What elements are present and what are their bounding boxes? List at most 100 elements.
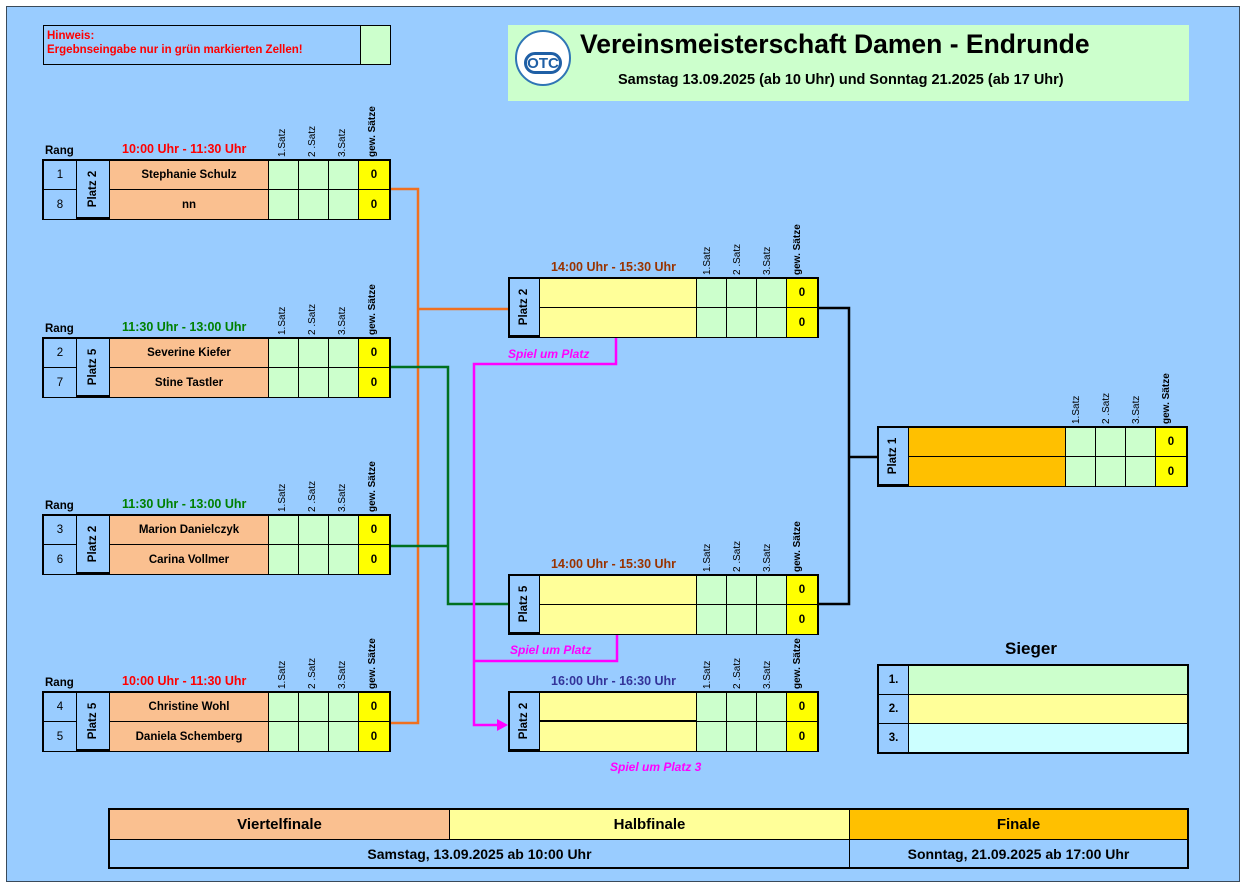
third-place-player-1-set-3-input[interactable] (757, 693, 787, 722)
qf3-player-1-set-2-input[interactable] (299, 516, 329, 545)
third-place-player-2-slot (540, 722, 697, 751)
sf2-player-1-set-1-input[interactable] (697, 576, 727, 605)
qf3-rank-2: 6 (44, 545, 77, 574)
qf4-player-2-set-2-input[interactable] (299, 722, 329, 751)
legend-halbfinale: Halbfinale (450, 810, 850, 840)
qf2-rank-1: 2 (44, 339, 77, 368)
final-player-2-set-2-input[interactable] (1096, 457, 1126, 486)
final-player-1-sets-won: 0 (1156, 428, 1186, 457)
qf3-player-2-set-3-input[interactable] (329, 545, 359, 574)
qf4-rank-1: 4 (44, 693, 77, 722)
qf1-header-s3: 3.Satz (337, 128, 348, 157)
qf3-court: Platz 2 (77, 516, 110, 573)
third-place-player-2-set-3-input[interactable] (757, 722, 787, 751)
sf2-player-1-set-2-input[interactable] (727, 576, 757, 605)
title-banner: OTC Vereinsmeisterschaft Damen - Endrund… (508, 25, 1189, 101)
qf4-header-s2: 2 .Satz (307, 657, 318, 689)
qf2-player-1-sets-won: 0 (359, 339, 389, 368)
qf4-header-s3: 3.Satz (337, 660, 348, 689)
winner-place-3: 3. (879, 724, 909, 752)
qf4-header-gew: gew. Sätze (367, 638, 378, 689)
qf1-court: Platz 2 (77, 161, 110, 218)
qf4-player-2-set-3-input[interactable] (329, 722, 359, 751)
qf2-player-2: Stine Tastler (110, 368, 269, 397)
qf4-player-1: Christine Wohl (110, 693, 269, 722)
qf2-player-1-set-1-input[interactable] (269, 339, 299, 368)
winners-table: 1. 2. 3. (877, 664, 1189, 754)
sf1-player-1-set-2-input[interactable] (727, 279, 757, 308)
qf1-header-s2: 2 .Satz (307, 125, 318, 157)
sf1-player-2-set-2-input[interactable] (727, 308, 757, 337)
qf1-player-2-set-2-input[interactable] (299, 190, 329, 219)
final-player-1-set-2-input[interactable] (1096, 428, 1126, 457)
sf2-player-1-set-3-input[interactable] (757, 576, 787, 605)
third-place-player-1-set-2-input[interactable] (727, 693, 757, 722)
qf4-player-1-set-3-input[interactable] (329, 693, 359, 722)
final-court: Platz 1 (879, 428, 909, 485)
qf1-player-2-set-3-input[interactable] (329, 190, 359, 219)
qf1-player-1-set-3-input[interactable] (329, 161, 359, 190)
round-legend: Viertelfinale Halbfinale Finale Samstag,… (108, 808, 1189, 869)
qf2-player-2-set-2-input[interactable] (299, 368, 329, 397)
qf4-player-1-set-2-input[interactable] (299, 693, 329, 722)
final-header-gew: gew. Sätze (1161, 373, 1172, 424)
sf1-player-1-set-3-input[interactable] (757, 279, 787, 308)
qf3-court-label: Platz 2 (87, 525, 99, 563)
final-header-s1: 1.Satz (1071, 395, 1082, 424)
final-player-1-set-3-input[interactable] (1126, 428, 1156, 457)
qf3-player-2-set-2-input[interactable] (299, 545, 329, 574)
qf4-header-s1: 1.Satz (277, 660, 288, 689)
qf1-rank-1: 1 (44, 161, 77, 190)
third-place-time: 16:00 Uhr - 16:30 Uhr (551, 674, 677, 688)
final-player-1-set-1-input[interactable] (1066, 428, 1096, 457)
qf3-player-2: Carina Vollmer (110, 545, 269, 574)
third-place-player-1-set-1-input[interactable] (697, 693, 727, 722)
qf2-player-1-set-3-input[interactable] (329, 339, 359, 368)
qf1-player-2-set-1-input[interactable] (269, 190, 299, 219)
qf1-player-1-set-2-input[interactable] (299, 161, 329, 190)
club-logo: OTC (515, 30, 571, 86)
page-subtitle: Samstag 13.09.2025 (ab 10 Uhr) und Sonnt… (618, 72, 1064, 88)
qf3-player-1-set-1-input[interactable] (269, 516, 299, 545)
qf3-player-1-set-3-input[interactable] (329, 516, 359, 545)
sf2-player-2-set-1-input[interactable] (697, 605, 727, 634)
qf4-court: Platz 5 (77, 693, 110, 750)
sf1-header-s1: 1.Satz (702, 246, 713, 275)
qf3-player-2-set-1-input[interactable] (269, 545, 299, 574)
qf3-rank-1: 3 (44, 516, 77, 545)
note-heading: Hinweis: (47, 30, 95, 42)
sf2-player-1-sets-won: 0 (787, 576, 817, 605)
third-place-player-2-set-2-input[interactable] (727, 722, 757, 751)
qf4-player-1-set-1-input[interactable] (269, 693, 299, 722)
sf2-player-1-slot (540, 576, 697, 605)
winner-place-1: 1. (879, 666, 909, 695)
winner-first-input[interactable] (909, 666, 1187, 695)
qf2-player-1-set-2-input[interactable] (299, 339, 329, 368)
third-place-player-2-set-1-input[interactable] (697, 722, 727, 751)
qf4-player-2-set-1-input[interactable] (269, 722, 299, 751)
final-player-2-set-3-input[interactable] (1126, 457, 1156, 486)
sf2-player-2-set-3-input[interactable] (757, 605, 787, 634)
sf2-player-2-set-2-input[interactable] (727, 605, 757, 634)
sf2-player-2-sets-won: 0 (787, 605, 817, 634)
qf1-player-1-set-1-input[interactable] (269, 161, 299, 190)
qf3-rang-label: Rang (45, 500, 74, 512)
sf1-player-2-set-3-input[interactable] (757, 308, 787, 337)
sf1-player-1-set-1-input[interactable] (697, 279, 727, 308)
connector-sf2-loser (474, 634, 619, 663)
connector-sf-final (818, 306, 851, 606)
sf1-header-s3: 3.Satz (762, 246, 773, 275)
qf2-player-2-set-1-input[interactable] (269, 368, 299, 397)
qf2-player-2-set-3-input[interactable] (329, 368, 359, 397)
sf1-player-2-set-1-input[interactable] (697, 308, 727, 337)
final-player-2-set-1-input[interactable] (1066, 457, 1096, 486)
qf1-player-2: nn (110, 190, 269, 219)
third-place-player-1-sets-won: 0 (787, 693, 817, 722)
legend-viertelfinale: Viertelfinale (110, 810, 450, 840)
winners-title: Sieger (1005, 639, 1057, 658)
qf1-player-2-sets-won: 0 (359, 190, 389, 219)
third-place-header-s1: 1.Satz (702, 660, 713, 689)
sf1-player-1-slot (540, 279, 697, 308)
